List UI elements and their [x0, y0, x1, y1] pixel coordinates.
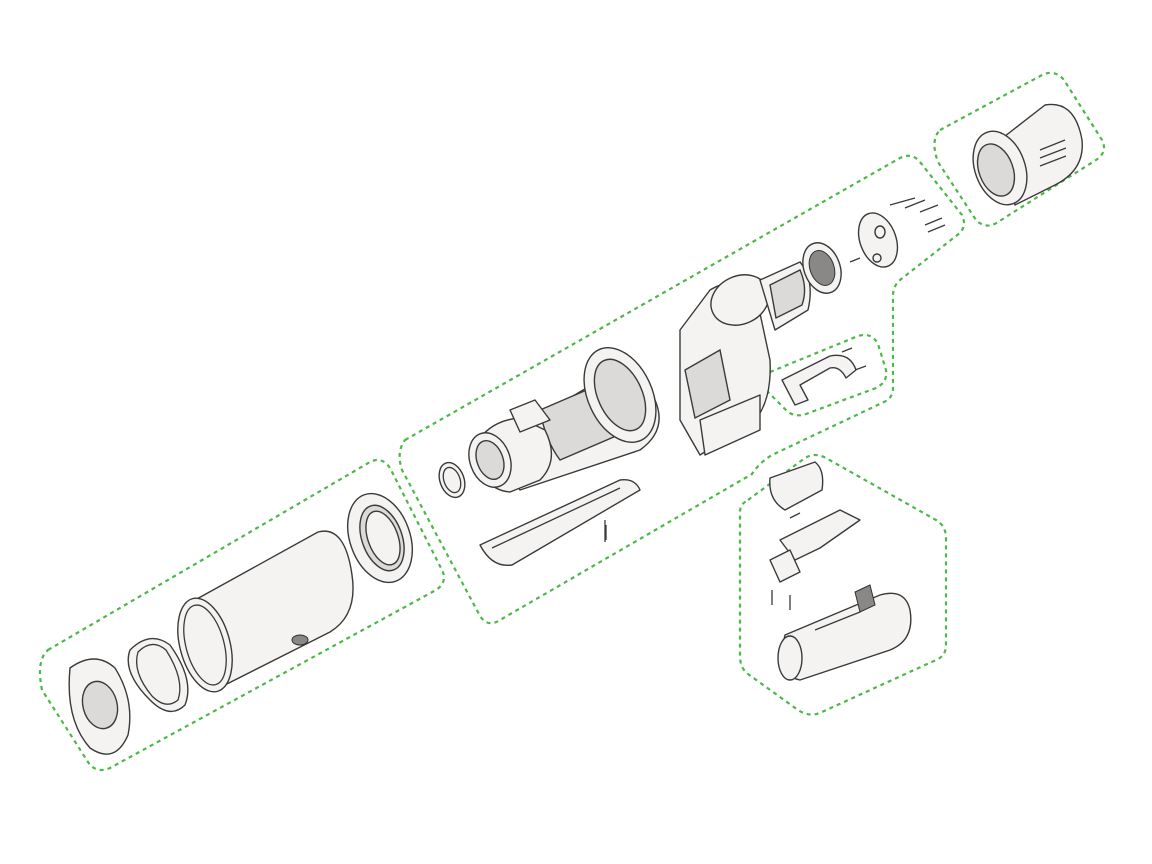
motor-body-handle	[679, 261, 811, 456]
small-seal-ring	[438, 461, 466, 499]
bin-base-plate	[68, 658, 131, 755]
bin-seal-ring	[127, 637, 189, 713]
trigger-part	[781, 354, 857, 406]
trigger-bracket	[769, 509, 861, 583]
bin-release-rail	[479, 479, 641, 567]
motor-filter-screen	[802, 242, 842, 294]
rear-filter-unit	[972, 103, 1083, 206]
screws	[605, 197, 946, 610]
group-outline-rear-filter	[933, 71, 1106, 227]
battery-cover	[769, 461, 824, 511]
bin-top-ring	[347, 492, 413, 584]
group-outline-trigger-assembly	[764, 333, 888, 417]
battery-pack	[777, 584, 912, 681]
group-outline-cyclone-motor-assembly	[398, 154, 966, 625]
clear-bin-cylinder	[177, 530, 354, 693]
rear-washer	[857, 212, 899, 268]
group-outline-bin-assembly	[38, 458, 446, 772]
cyclone-shroud	[468, 347, 660, 493]
